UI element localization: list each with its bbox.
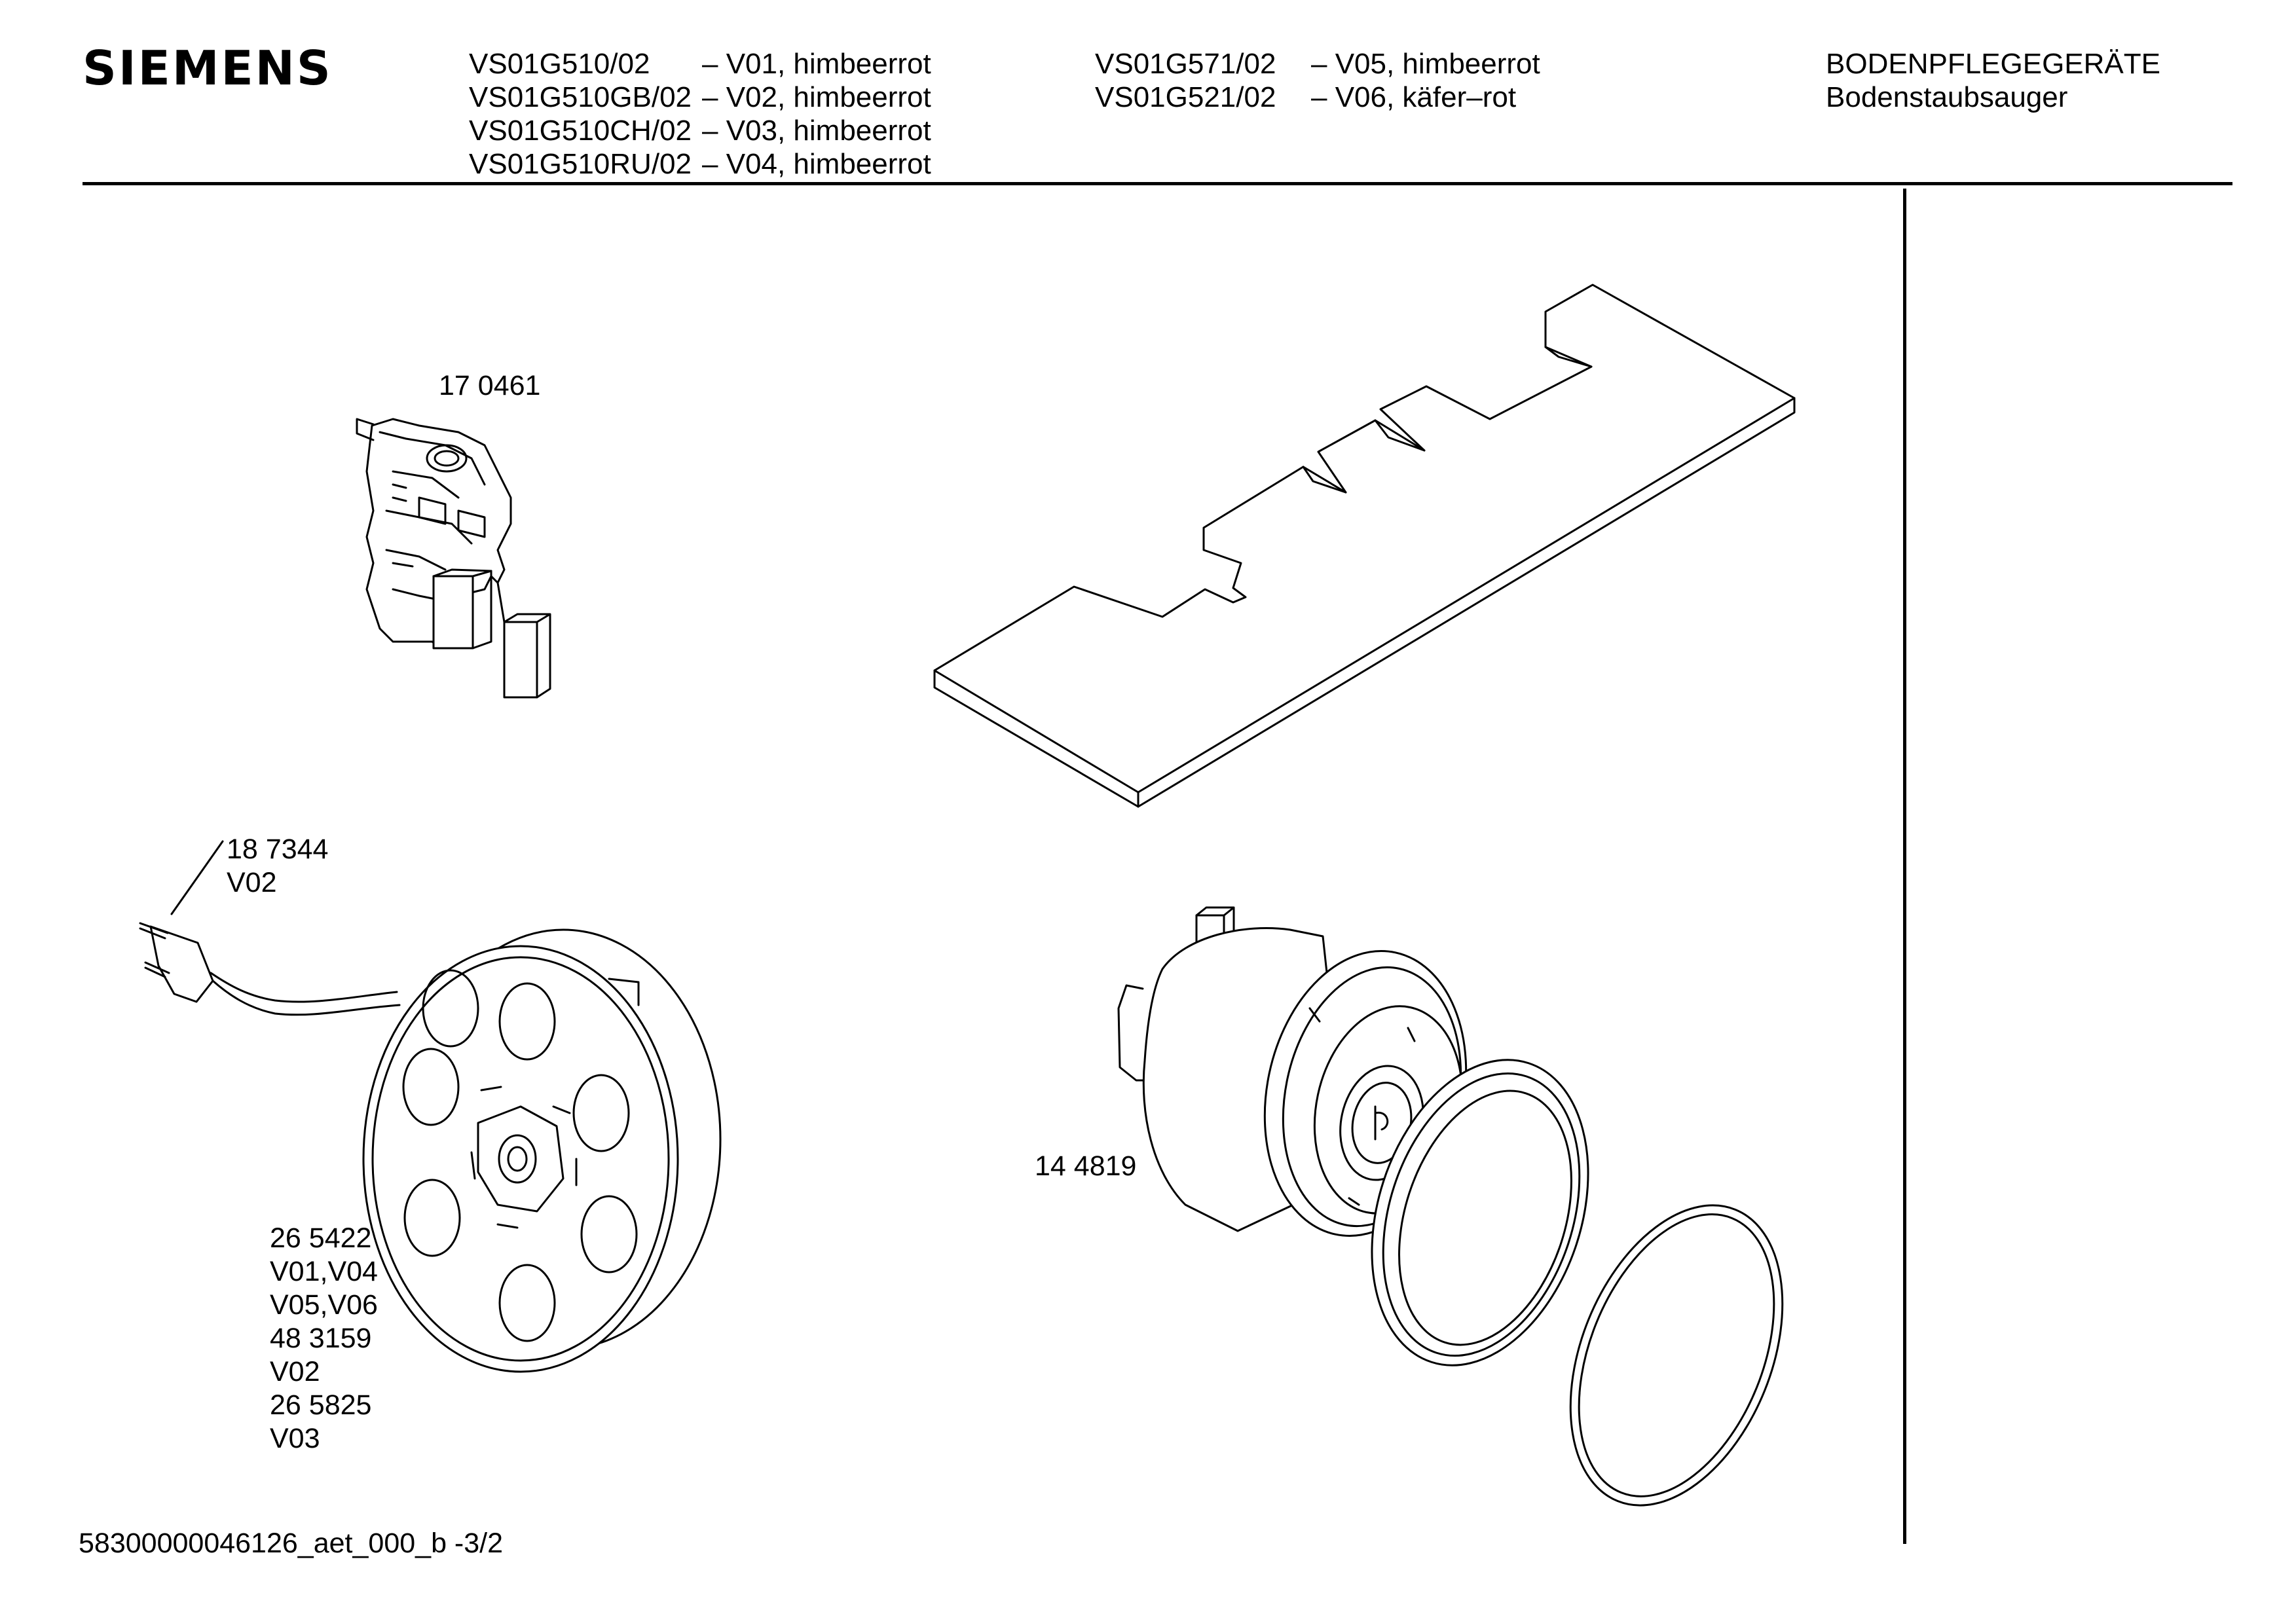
margin-divider bbox=[1903, 189, 1906, 1544]
model-code: VS01G510CH/02 bbox=[469, 115, 692, 147]
part-number-motor: 14 4819 bbox=[1035, 1150, 1137, 1182]
header-divider bbox=[83, 182, 2232, 185]
model-variant: – V06, käfer–rot bbox=[1311, 81, 1517, 113]
cable-reel-drawing bbox=[362, 928, 722, 1373]
document-id: 58300000046126_aet_000_b -3/2 bbox=[79, 1528, 504, 1559]
cable-reel-line: V03 bbox=[270, 1423, 320, 1454]
part-variant-plug: V02 bbox=[227, 867, 277, 898]
switch-part-drawing bbox=[356, 418, 551, 699]
cable-reel-line: V05,V06 bbox=[270, 1289, 378, 1321]
part-number-plug: 18 7344 bbox=[227, 833, 329, 865]
cable-reel-line: V01,V04 bbox=[270, 1256, 378, 1287]
model-code: VS01G510GB/02 bbox=[469, 81, 692, 113]
category-title: BODENPFLEGEGERÄTE bbox=[1826, 48, 2161, 80]
model-variant: – V04, himbeerrot bbox=[702, 148, 931, 180]
model-row: VS01G510RU/02 – V04, himbeerrot bbox=[469, 147, 931, 181]
model-variant: – V03, himbeerrot bbox=[702, 115, 931, 147]
model-code: VS01G510RU/02 bbox=[469, 148, 692, 180]
model-list-primary: VS01G510/02 – V01, himbeerrot VS01G510GB/… bbox=[469, 47, 931, 181]
cable-reel-line: 26 5422 bbox=[270, 1222, 372, 1254]
model-list-secondary: VS01G571/02 – V05, himbeerrot VS01G521/02… bbox=[1095, 47, 1540, 114]
filter-plate-drawing bbox=[933, 284, 1796, 808]
sealing-ring-drawing bbox=[1371, 1059, 1589, 1366]
model-variant: – V05, himbeerrot bbox=[1311, 48, 1540, 80]
cable-reel-line: 26 5825 bbox=[270, 1389, 372, 1421]
model-code: VS01G510/02 bbox=[469, 48, 650, 80]
part-label-cable-reel: 26 5422 V01,V04 V05,V06 48 3159 V02 26 5… bbox=[270, 1222, 378, 1456]
model-row: VS01G510/02 – V01, himbeerrot bbox=[469, 47, 931, 81]
o-ring-drawing bbox=[1569, 1204, 1784, 1507]
category-block: BODENPFLEGEGERÄTE Bodenstaubsauger bbox=[1826, 47, 2160, 114]
part-number-switch: 17 0461 bbox=[439, 370, 541, 401]
model-code: VS01G571/02 bbox=[1095, 48, 1276, 80]
model-row: VS01G510CH/02 – V03, himbeerrot bbox=[469, 114, 931, 147]
model-variant: – V01, himbeerrot bbox=[702, 48, 931, 80]
cable-reel-line: V02 bbox=[270, 1356, 320, 1387]
category-subtitle: Bodenstaubsauger bbox=[1826, 81, 2068, 113]
brand-logo: SIEMENS bbox=[83, 41, 333, 96]
plug-drawing bbox=[139, 840, 401, 1016]
model-variant: – V02, himbeerrot bbox=[702, 81, 931, 113]
model-row: VS01G510GB/02 – V02, himbeerrot bbox=[469, 81, 931, 114]
cable-reel-line: 48 3159 bbox=[270, 1323, 372, 1354]
model-code: VS01G521/02 bbox=[1095, 81, 1276, 113]
model-row: VS01G521/02 – V06, käfer–rot bbox=[1095, 81, 1540, 114]
part-label-plug: 18 7344 V02 bbox=[227, 833, 328, 900]
model-row: VS01G571/02 – V05, himbeerrot bbox=[1095, 47, 1540, 81]
